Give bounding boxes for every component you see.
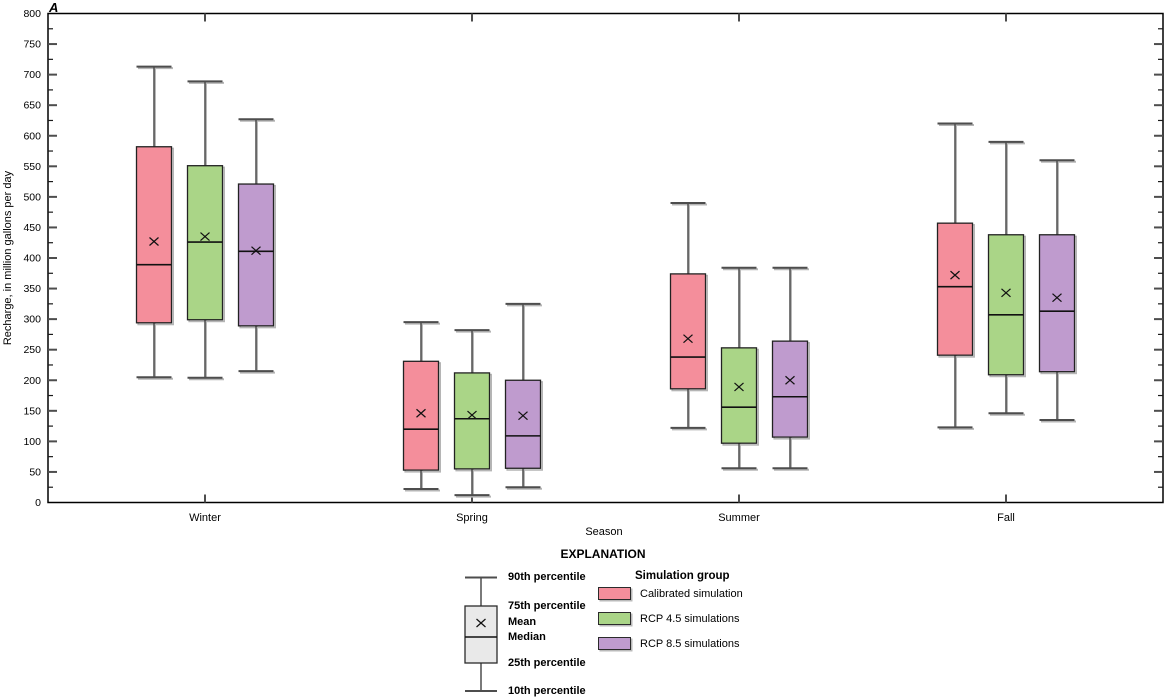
box-rect [720, 347, 758, 444]
mean-marker [416, 408, 426, 418]
legend-label: RCP 8.5 simulations [640, 637, 740, 650]
box-rect [1038, 234, 1076, 373]
y-tick-label: 550 [23, 161, 41, 173]
legend-title: Simulation group [635, 570, 730, 582]
box-group-fall-series1 [936, 122, 976, 430]
y-tick-label: 0 [35, 497, 41, 509]
mean-marker [1001, 288, 1011, 298]
box-rect [135, 146, 173, 324]
category-label: Winter [189, 512, 221, 524]
y-tick-label: 250 [23, 344, 41, 356]
explanation-10th-label: 10th percentile [508, 685, 586, 697]
y-tick-label: 650 [23, 100, 41, 112]
sample-box [464, 605, 498, 664]
legend-item: Calibrated simulation [598, 587, 743, 600]
sample-mean-marker [476, 618, 486, 628]
category-label: Fall [997, 512, 1015, 524]
panel-label: A [49, 0, 59, 15]
box-group-winter-series3 [237, 118, 276, 374]
box-group-spring-series3 [504, 302, 544, 490]
explanation-75th-label: 75th percentile [508, 600, 586, 612]
y-tick-label: 450 [23, 222, 41, 234]
mean-marker [683, 334, 693, 344]
x-axis-title: Season [585, 526, 623, 538]
y-tick-label: 100 [23, 436, 41, 448]
mean-marker [200, 232, 210, 242]
legend-swatch [598, 587, 631, 600]
box-rect [453, 372, 491, 470]
mean-marker [785, 375, 795, 385]
box-rect [936, 222, 974, 356]
mean-marker [950, 270, 960, 280]
y-tick-label: 200 [23, 375, 41, 387]
y-tick-label: 350 [23, 283, 41, 295]
box-group-summer-series3 [771, 266, 811, 471]
boxplot-chart: 0 50 100 150 200 250 300 350 400 450 500 550 600 650 7… [23, 8, 1164, 524]
box-rect [771, 340, 809, 438]
box-group-fall-series3 [1038, 159, 1077, 423]
sample-boxplot [464, 576, 498, 692]
explanation-mean-label: Mean [508, 616, 537, 628]
category-label: Spring [456, 512, 488, 524]
mean-marker [251, 246, 261, 256]
mean-marker [518, 411, 528, 421]
y-tick-label: 400 [23, 253, 41, 265]
mean-marker [149, 237, 159, 246]
y-tick-label: 700 [23, 69, 41, 81]
box-group-winter-series1 [135, 65, 174, 380]
y-tick-label: 50 [29, 466, 41, 478]
explanation-title: EXPLANATION [560, 547, 646, 561]
legend-swatch [598, 637, 631, 650]
box-rect [237, 183, 275, 327]
explanation-25th-label: 25th percentile [508, 657, 586, 669]
box-group-winter-series2 [186, 80, 225, 381]
legend-label: RCP 4.5 simulations [640, 612, 740, 625]
category-label: Summer [718, 512, 760, 524]
box-rect [504, 379, 542, 469]
legend-label: Calibrated simulation [640, 587, 743, 600]
legend-item: RCP 8.5 simulations [598, 637, 743, 650]
box-rect [987, 234, 1025, 376]
y-tick-label: 300 [23, 314, 41, 326]
y-tick-label: 750 [23, 39, 41, 51]
box-group-summer-series2 [720, 266, 760, 471]
box-group-spring-series2 [453, 329, 493, 498]
box-group-fall-series2 [987, 140, 1027, 416]
explanation-90th-label: 90th percentile [508, 571, 586, 583]
y-tick-label: 500 [23, 191, 41, 203]
y-tick-label: 150 [23, 405, 41, 417]
mean-marker [734, 382, 744, 392]
mean-marker [1052, 293, 1062, 303]
y-tick-label: 600 [23, 130, 41, 142]
legend-swatch [598, 612, 631, 625]
explanation-median-label: Median [508, 631, 546, 643]
y-tick-label: 800 [23, 8, 41, 20]
legend-item: RCP 4.5 simulations [598, 612, 743, 625]
box-rect [669, 273, 707, 390]
box-rect [402, 360, 440, 471]
box-group-spring-series1 [402, 321, 442, 492]
box-group-summer-series1 [669, 201, 709, 431]
mean-marker [467, 410, 477, 420]
